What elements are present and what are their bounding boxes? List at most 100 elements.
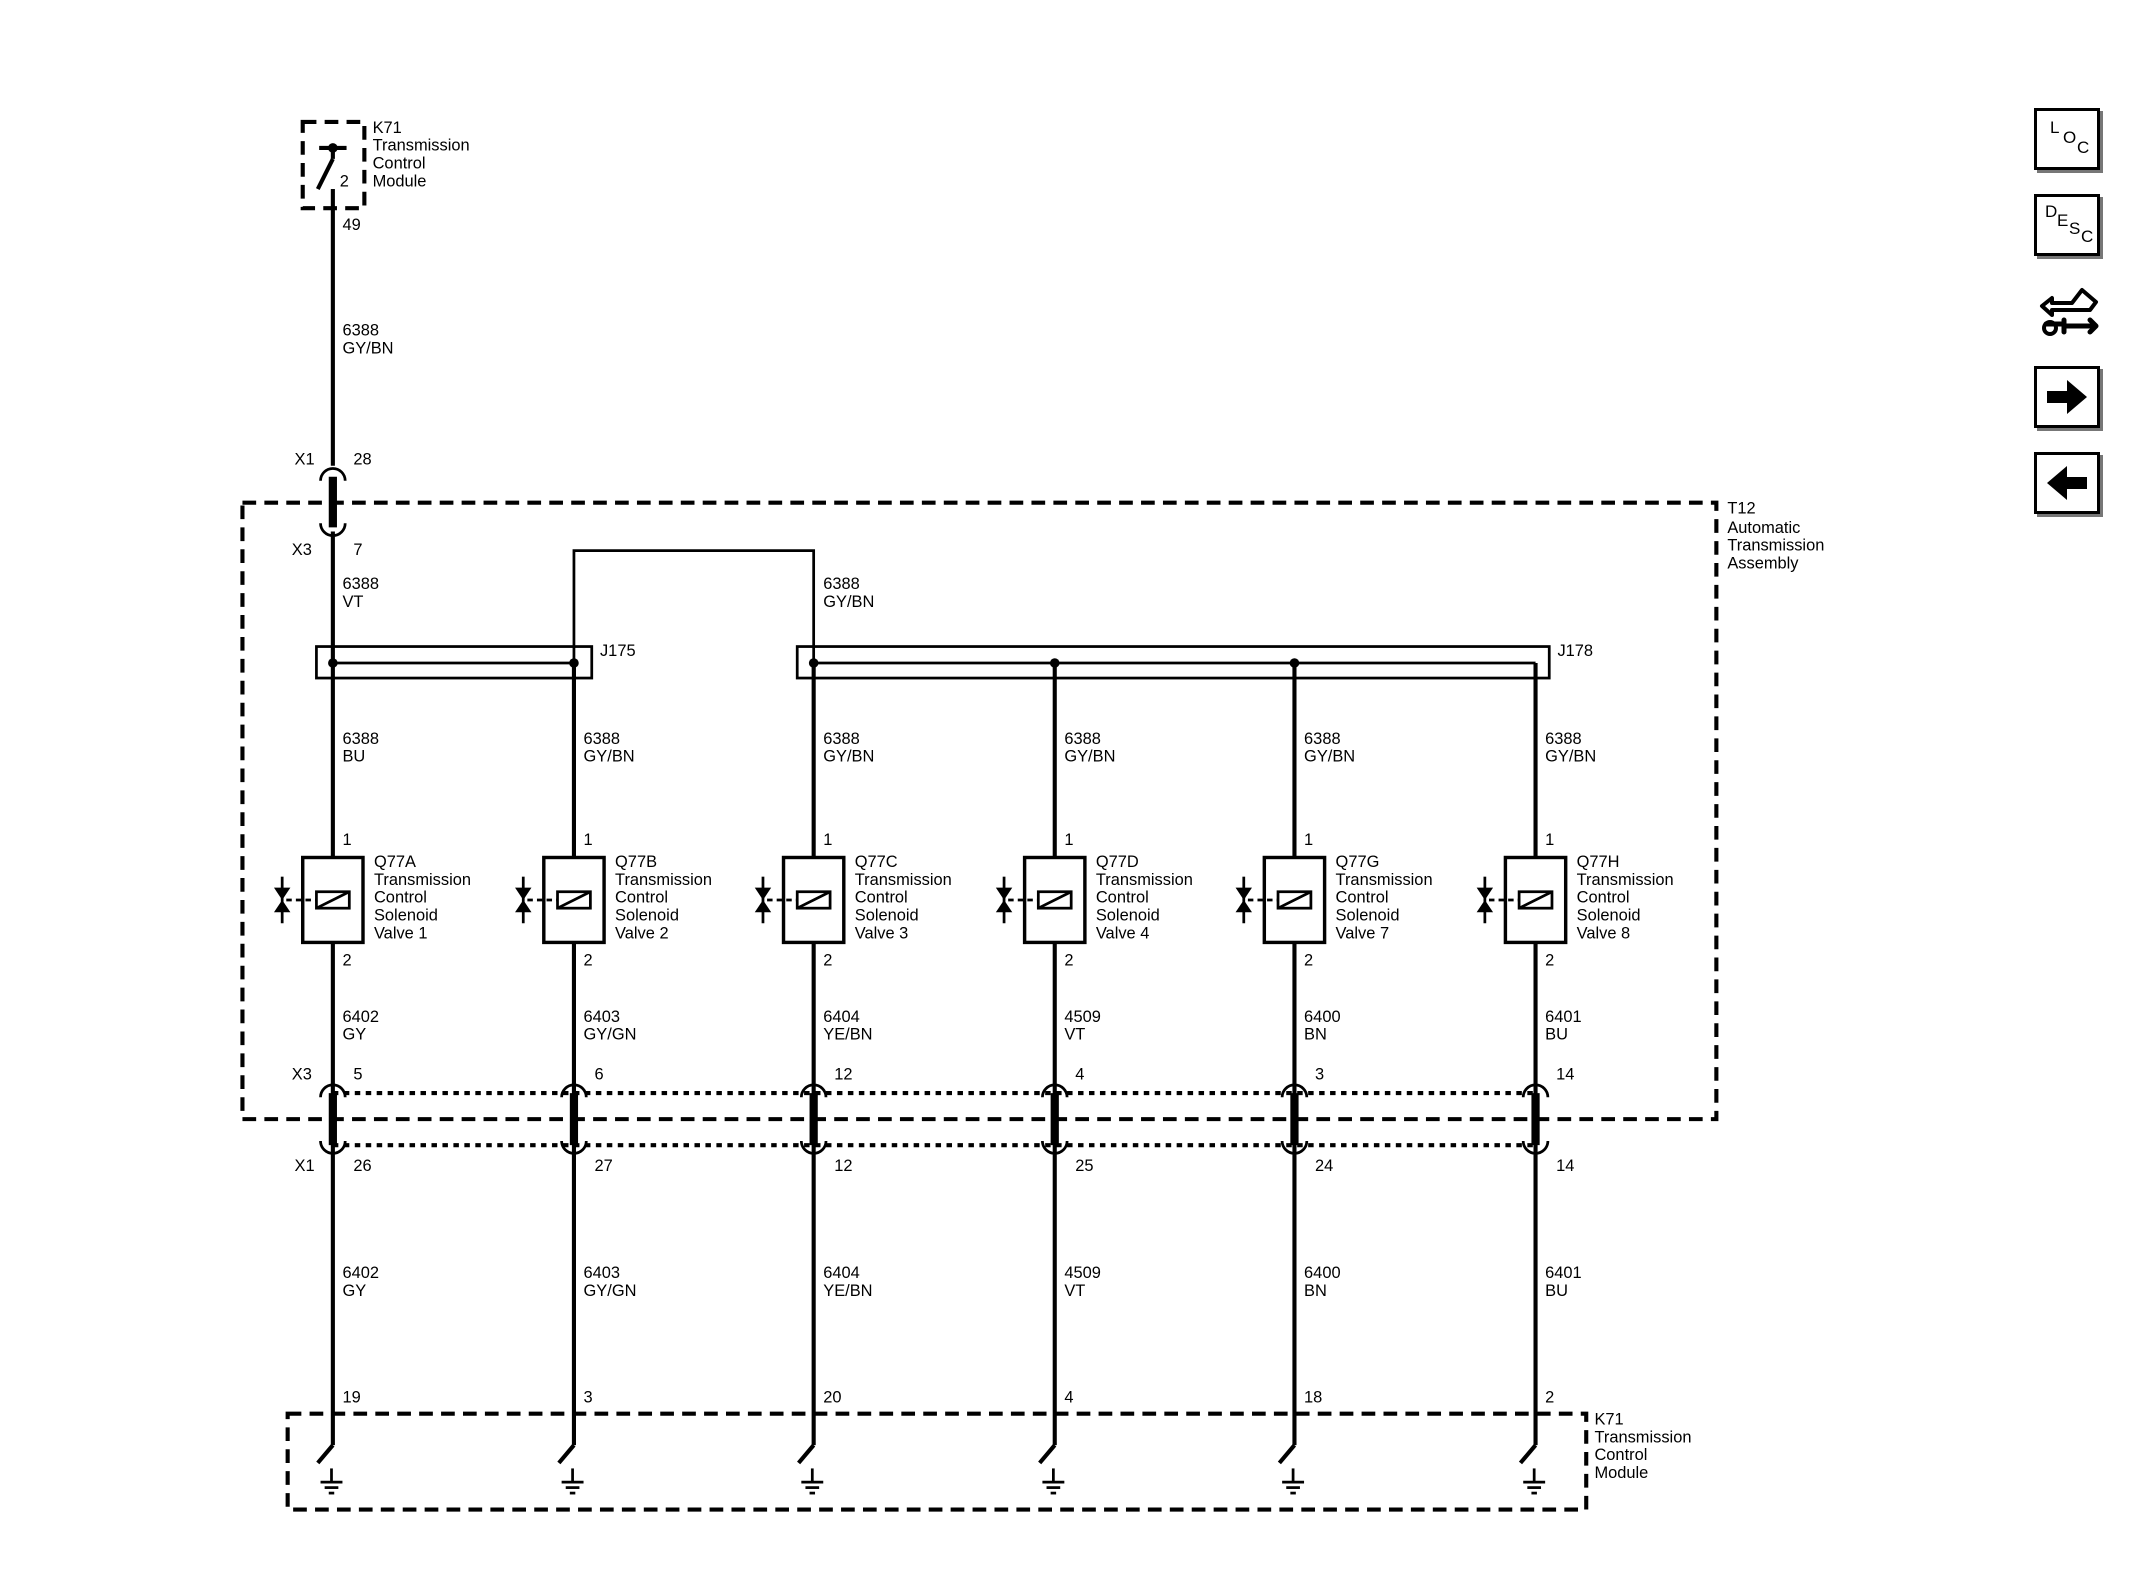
module-pin: 3	[584, 1389, 593, 1407]
valve-pin-out: 2	[823, 952, 832, 970]
valve-name-line: Valve 4	[1096, 924, 1150, 942]
out-color: BN	[1304, 1026, 1327, 1044]
valve-name-line: Valve 8	[1577, 924, 1631, 942]
out-color: VT	[1064, 1026, 1085, 1044]
valve-column	[1476, 662, 1568, 1495]
lower-color: VT	[1064, 1282, 1085, 1300]
x3-ref: X3	[292, 1065, 312, 1083]
top-module-name-1: Transmission	[373, 137, 470, 155]
assembly-ref: T12	[1727, 500, 1755, 518]
module-pin: 2	[1545, 1389, 1554, 1407]
valve-name-line: Solenoid	[1336, 907, 1400, 925]
module-switch	[1277, 1443, 1297, 1465]
valve-pin-out: 2	[1064, 952, 1073, 970]
out-color: GY/GN	[584, 1026, 637, 1044]
x1-pin: 26	[353, 1157, 371, 1175]
bottom-module-name-3: Module	[1594, 1464, 1648, 1482]
valve-name-line: Transmission	[855, 871, 952, 889]
x1-connector	[799, 1140, 828, 1155]
lower-circuit: 4509	[1064, 1264, 1101, 1282]
valve-columns: 6388BU1Q77ATransmissionControlSolenoidVa…	[273, 662, 1674, 1495]
loc-letter-o: O	[2063, 128, 2077, 147]
top-module-switch	[315, 157, 335, 190]
valve-name-line: Transmission	[1096, 871, 1193, 889]
description-button[interactable]: D E S C	[2034, 194, 2100, 256]
assembly-box	[240, 500, 1719, 1122]
lower-circuit: 6402	[342, 1264, 379, 1282]
valve-name-line: Solenoid	[1096, 907, 1160, 925]
x1-pin: 12	[834, 1157, 852, 1175]
top-module-name-2: Control	[373, 154, 426, 172]
valve-name-line: Solenoid	[374, 907, 438, 925]
out-circuit: 6400	[1304, 1008, 1341, 1026]
x3-pin: 3	[1315, 1065, 1324, 1083]
lower-circuit: 6400	[1304, 1264, 1341, 1282]
lower-color: GY	[342, 1282, 366, 1300]
valve-ref: Q77H	[1577, 853, 1620, 871]
connector-repair-icon	[2040, 288, 2099, 336]
out-circuit: 6401	[1545, 1008, 1582, 1026]
valve-name-line: Transmission	[1336, 871, 1433, 889]
x1-pin: 27	[594, 1157, 612, 1175]
assembly-name-3: Assembly	[1727, 554, 1799, 572]
valve-column	[1235, 662, 1327, 1495]
arrow-right-icon	[2047, 380, 2087, 414]
bottom-module-box	[285, 1411, 1589, 1512]
x1-ref: X1	[295, 1157, 315, 1175]
valve-ref: Q77C	[855, 853, 898, 871]
wire-right-circuit: 6388	[823, 575, 860, 593]
valve-column	[754, 662, 846, 1495]
valve-pin-in: 1	[1064, 831, 1073, 849]
valve-name-line: Control	[374, 889, 427, 907]
valve-pin-out: 2	[1545, 952, 1554, 970]
location-button[interactable]: L O C	[2034, 108, 2100, 170]
x3-pin: 6	[594, 1065, 603, 1083]
module-switch	[1518, 1443, 1538, 1465]
valve-name-line: Control	[615, 889, 668, 907]
x3-connector	[799, 1083, 828, 1098]
valve-ref: Q77A	[374, 853, 416, 871]
supply-color: GY/BN	[1304, 748, 1355, 766]
lower-circuit: 6404	[823, 1264, 860, 1282]
top-module-inner-pin: 2	[340, 172, 349, 190]
valve-name-line: Valve 2	[615, 924, 669, 942]
valve-pin-in: 1	[1545, 831, 1554, 849]
x1-connector	[1041, 1140, 1069, 1155]
x1-connector	[560, 1140, 588, 1155]
bottom-module-ref: K71	[1594, 1411, 1623, 1429]
wire-vt-color: VT	[342, 593, 363, 611]
valve-name-line: Control	[1336, 889, 1389, 907]
valve-ref: Q77D	[1096, 853, 1139, 871]
previous-button[interactable]	[2034, 452, 2100, 514]
x3-connector	[319, 1083, 347, 1098]
lower-color: BN	[1304, 1282, 1327, 1300]
desc-letter-c: C	[2081, 227, 2094, 246]
splice-j175-label: J175	[600, 642, 636, 660]
x1-connector	[319, 1140, 347, 1155]
feed-wire-circuit: 6388	[342, 322, 379, 340]
next-button[interactable]	[2034, 366, 2100, 428]
top-module-name-3: Module	[373, 172, 427, 190]
out-circuit: 4509	[1064, 1008, 1101, 1026]
wire-vt-circuit: 6388	[342, 575, 379, 593]
lower-circuit: 6403	[584, 1264, 621, 1282]
x1-pin: 24	[1315, 1157, 1333, 1175]
connector-repair-button[interactable]	[2034, 276, 2100, 346]
valve-column	[273, 662, 365, 1495]
feed-wire-color: GY/BN	[342, 339, 393, 357]
loc-letter-c: C	[2077, 138, 2090, 157]
supply-circuit: 6388	[1304, 730, 1341, 748]
arrow-left-icon	[2047, 466, 2087, 500]
lower-color: YE/BN	[823, 1282, 872, 1300]
out-circuit: 6404	[823, 1008, 860, 1026]
desc-letter-e: E	[2057, 211, 2069, 230]
x3-top-ref: X3	[292, 541, 312, 559]
x3-pin: 12	[834, 1065, 852, 1083]
supply-color: GY/BN	[584, 748, 635, 766]
out-color: YE/BN	[823, 1026, 872, 1044]
lower-color: BU	[1545, 1282, 1568, 1300]
supply-circuit: 6388	[1545, 730, 1582, 748]
x3-connector	[1521, 1083, 1550, 1098]
x1-connector	[1521, 1140, 1550, 1155]
